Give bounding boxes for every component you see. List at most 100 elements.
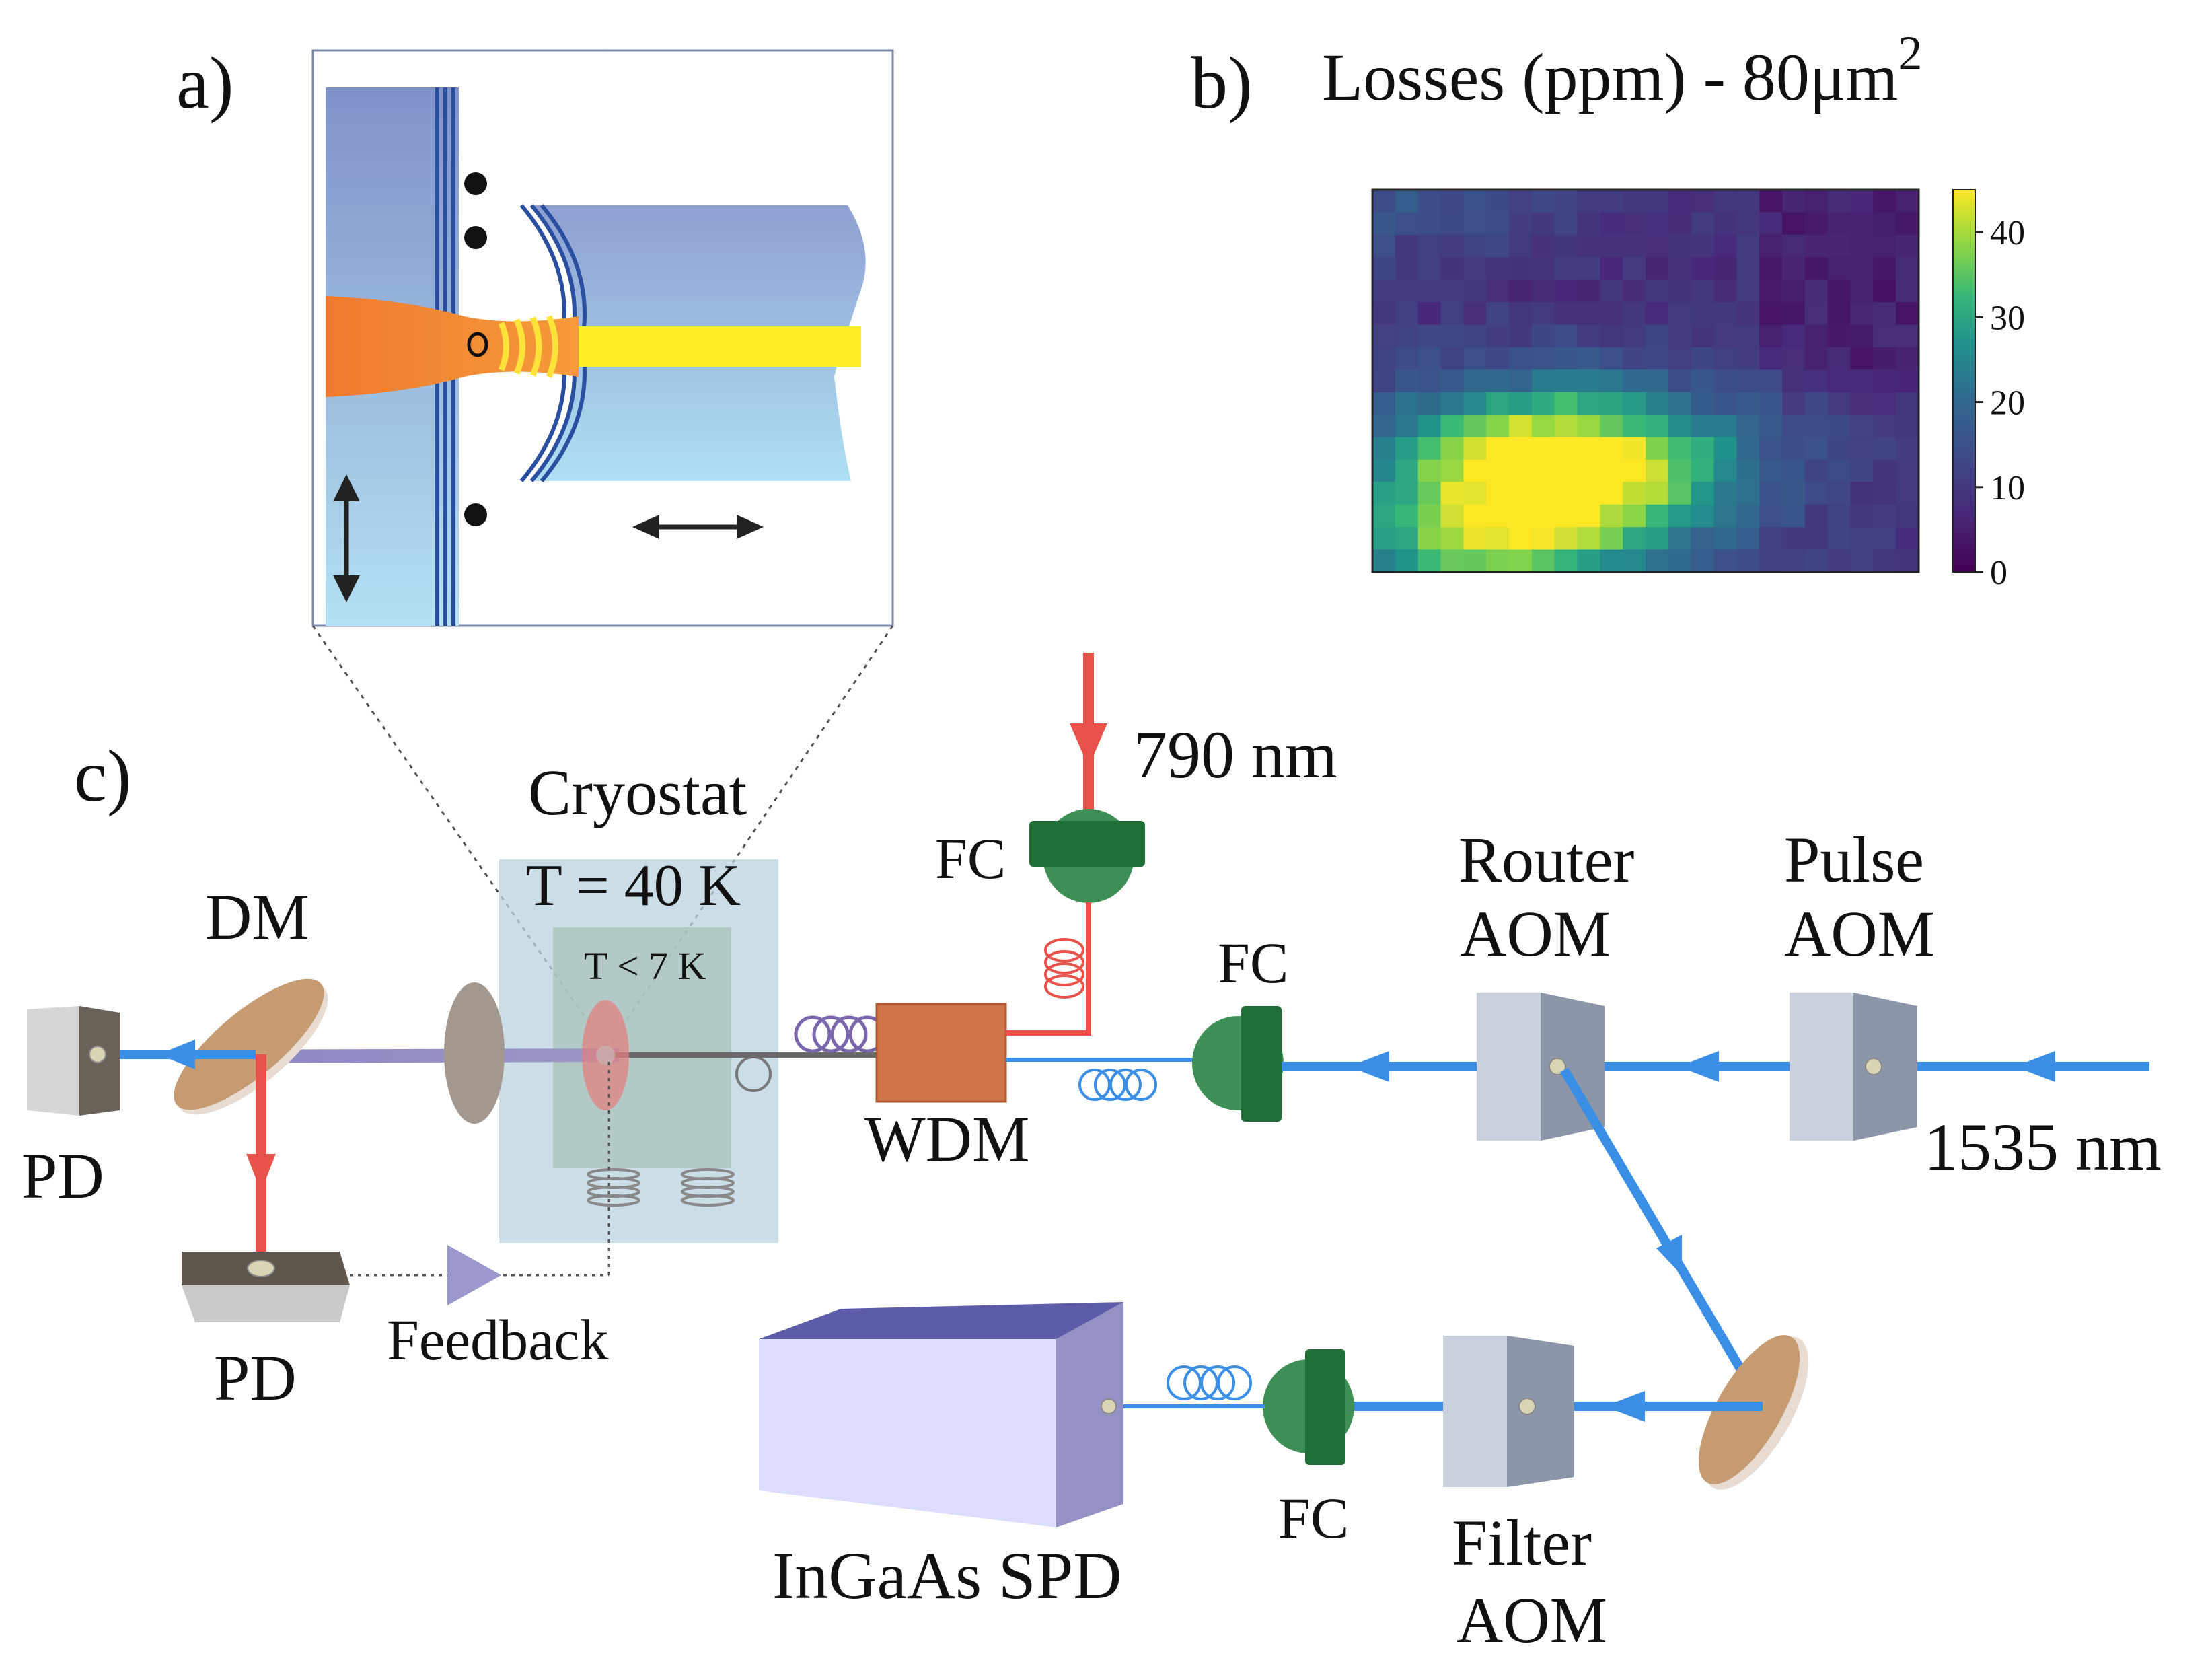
heatmap-cell	[1850, 347, 1874, 370]
heatmap-cell	[1691, 459, 1715, 482]
heatmap-cell	[1531, 234, 1555, 258]
heatmap-cell	[1782, 324, 1806, 348]
heatmap-cell	[1782, 279, 1806, 303]
heatmap-cell	[1782, 415, 1806, 438]
heatmap-cell	[1873, 212, 1896, 236]
heatmap-cell	[1395, 392, 1419, 415]
fiber-coil-icon	[794, 1015, 886, 1053]
feedback-amplifier-icon	[447, 1245, 501, 1305]
heatmap-cell	[1417, 437, 1442, 460]
heatmap-cell	[1395, 459, 1419, 482]
heatmap-cell	[1896, 324, 1919, 348]
heatmap-cell	[1486, 324, 1510, 348]
heatmap-title-superscript: 2	[1898, 26, 1922, 80]
heatmap-cell	[1372, 369, 1396, 393]
heatmap-cell	[1417, 415, 1442, 438]
heatmap-cell	[1486, 392, 1510, 415]
beam-arrow-icon	[1349, 1051, 1389, 1082]
heatmap-cell	[1896, 549, 1919, 573]
heatmap-cell	[1668, 234, 1692, 258]
heatmap-cell	[1509, 190, 1533, 213]
heatmap-cell	[1486, 504, 1510, 528]
heatmap-cell	[1804, 392, 1829, 415]
beam-arrow-icon	[1605, 1391, 1645, 1422]
heatmap-cell	[1531, 392, 1555, 415]
heatmap-cell	[1417, 459, 1442, 482]
heatmap-cell	[1896, 415, 1919, 438]
lens	[444, 982, 505, 1124]
heatmap-cell	[1736, 437, 1760, 460]
beam-arrow-icon	[246, 1154, 276, 1191]
heatmap-cell	[1668, 212, 1692, 236]
heatmap-cell	[1600, 504, 1623, 528]
heatmap-cell	[1759, 482, 1783, 505]
heatmap-cell	[1372, 324, 1396, 348]
heatmap-cell	[1509, 212, 1533, 236]
beam-arrow-icon	[1656, 1235, 1682, 1275]
heatmap-cell	[1850, 190, 1874, 213]
heatmap-cell	[1646, 459, 1669, 482]
heatmap-cell	[1804, 527, 1829, 550]
heatmap-cell	[1623, 347, 1646, 370]
filter-aom-label-1: Filter	[1452, 1507, 1592, 1579]
heatmap-cell	[1531, 212, 1555, 236]
heatmap-cell	[1395, 302, 1419, 326]
heatmap-cell	[1782, 302, 1806, 326]
heatmap-cell	[1623, 527, 1646, 550]
heatmap-cell	[1577, 392, 1600, 415]
heatmap-cell	[1850, 549, 1874, 573]
heatmap-cell	[1827, 369, 1851, 393]
heatmap-cell	[1713, 549, 1737, 573]
heatmap-cell	[1463, 212, 1487, 236]
heatmap-cell	[1463, 482, 1487, 505]
heatmap-cell	[1417, 324, 1442, 348]
heatmap-cell	[1554, 302, 1578, 326]
emitter-dot	[464, 503, 487, 526]
heatmap-cell	[1713, 415, 1737, 438]
heatmap-cell	[1691, 504, 1715, 528]
photodiode-left	[27, 1006, 120, 1116]
heatmap-cell	[1850, 324, 1874, 348]
heatmap-cell	[1600, 234, 1623, 258]
heatmap-cell	[1896, 257, 1919, 281]
heatmap-cell	[1509, 279, 1533, 303]
heatmap-cell	[1827, 302, 1851, 326]
heatmap-cell	[1646, 437, 1669, 460]
heatmap-cell	[1827, 234, 1851, 258]
fiber-coupler-bottom	[1263, 1349, 1354, 1465]
heatmap-cell	[1736, 482, 1760, 505]
heatmap-cell	[1554, 459, 1578, 482]
heatmap-cell	[1827, 504, 1851, 528]
pd-bottom-label: PD	[214, 1342, 297, 1414]
heatmap-cell	[1577, 279, 1600, 303]
heatmap-cell	[1463, 324, 1487, 348]
heatmap-cell	[1646, 324, 1669, 348]
heatmap-cell	[1531, 302, 1555, 326]
heatmap-cell	[1896, 527, 1919, 550]
heatmap-cell	[1417, 369, 1442, 393]
heatmap-cell	[1463, 415, 1487, 438]
heatmap-cell	[1531, 190, 1555, 213]
heatmap-cell	[1896, 459, 1919, 482]
heatmap-cell	[1804, 302, 1829, 326]
heatmap-cell	[1804, 369, 1829, 393]
heatmap-cell	[1509, 504, 1533, 528]
heatmap-cell	[1759, 190, 1783, 213]
heatmap-cell	[1850, 482, 1874, 505]
heatmap-cell	[1668, 257, 1692, 281]
heatmap-cell	[1463, 257, 1487, 281]
heatmap-cell	[1417, 482, 1442, 505]
heatmap-cell	[1554, 212, 1578, 236]
heatmap-cell	[1623, 324, 1646, 348]
heatmap-cell	[1395, 415, 1419, 438]
heatmap-cell	[1463, 302, 1487, 326]
heatmap-cell	[1850, 234, 1874, 258]
heatmap-cell	[1896, 369, 1919, 393]
heatmap-cell	[1873, 549, 1896, 573]
heatmap-cell	[1713, 234, 1737, 258]
heatmap-cell	[1440, 504, 1464, 528]
heatmap-cell	[1395, 257, 1419, 281]
heatmap-cell	[1736, 212, 1760, 236]
dichroic-mirror-face	[174, 978, 324, 1110]
heatmap-cell	[1782, 482, 1806, 505]
